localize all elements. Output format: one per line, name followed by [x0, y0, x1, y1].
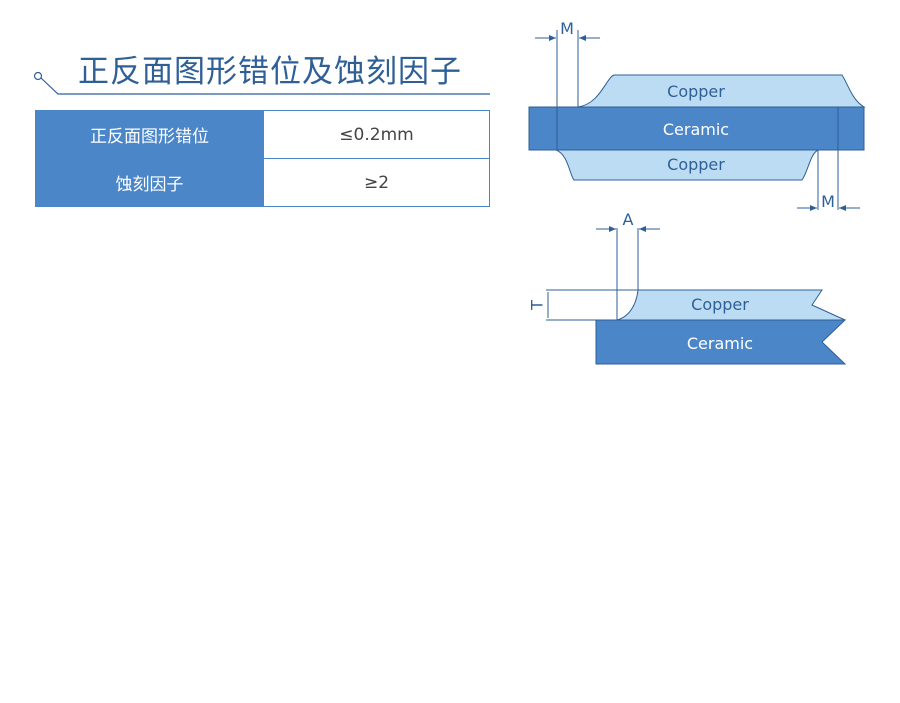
title-underline [33, 71, 490, 95]
table-row: 蚀刻因子 ≥2 [35, 158, 490, 207]
label-ceramic: Ceramic [663, 120, 729, 139]
label-etch-copper: Copper [691, 295, 749, 314]
top-copper-layer [577, 74, 866, 108]
bottom-copper-layer [555, 149, 819, 181]
table-row: 正反面图形错位 ≤0.2mm [35, 110, 490, 159]
label-top-copper: Copper [667, 82, 725, 101]
label-etch-ceramic: Ceramic [687, 334, 753, 353]
etch-copper-layer [616, 289, 846, 321]
dim-label-a: A [623, 210, 634, 229]
spec-table: 正反面图形错位 ≤0.2mm 蚀刻因子 ≥2 [35, 110, 490, 207]
spec-value-misalignment: ≤0.2mm [263, 110, 490, 159]
spec-value-etch-factor: ≥2 [263, 158, 490, 207]
page-title: 正反面图形错位及蚀刻因子 [78, 54, 462, 90]
etch-ceramic-layer [595, 319, 847, 365]
label-bottom-copper: Copper [667, 155, 725, 174]
dim-label-top-m: M [560, 19, 574, 38]
dim-label-bottom-m: M [821, 192, 835, 211]
etch-factor-diagram: A T Copper Ceramic [528, 210, 847, 365]
spec-key-etch-factor: 蚀刻因子 [35, 158, 264, 207]
dim-label-t: T [528, 300, 547, 311]
spec-key-misalignment: 正反面图形错位 [35, 110, 264, 159]
ceramic-layer [528, 106, 865, 151]
misalignment-diagram: M M Copper Ceramic Copper [528, 19, 866, 211]
